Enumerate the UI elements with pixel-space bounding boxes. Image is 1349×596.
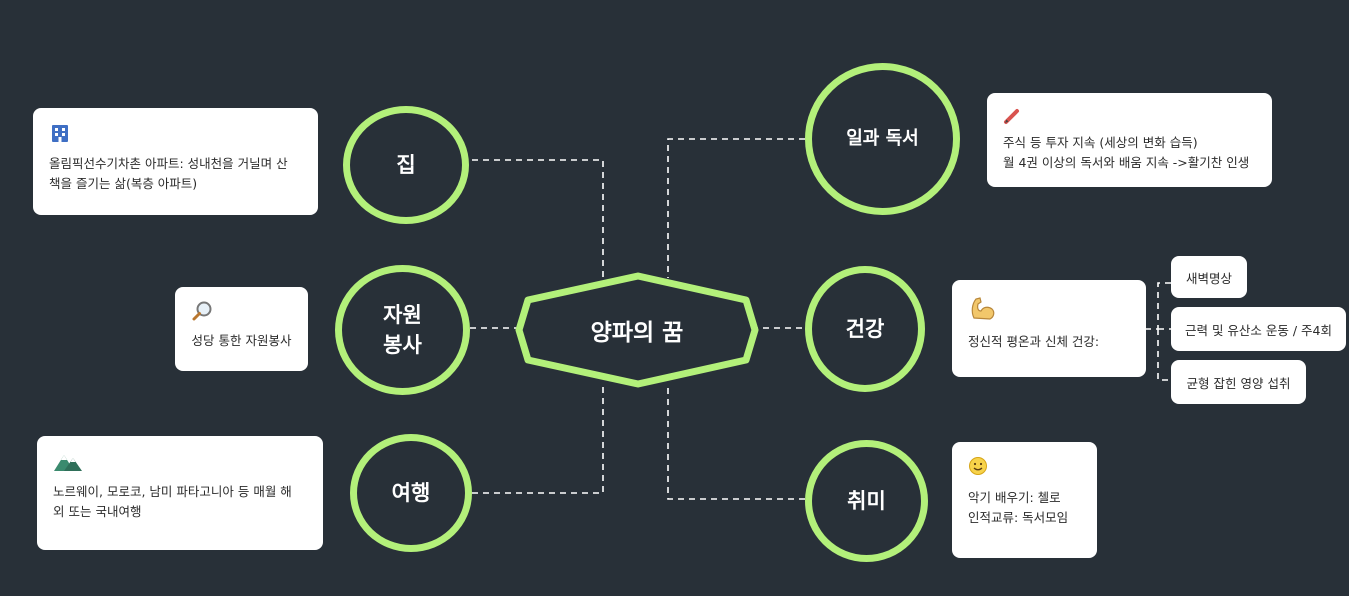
node-health[interactable]: 건강 bbox=[805, 266, 925, 392]
mountain-icon bbox=[53, 450, 309, 474]
node-hobby[interactable]: 취미 bbox=[805, 440, 928, 562]
card-hobby-text: 악기 배우기: 첼로 인적교류: 독서모임 bbox=[968, 490, 1069, 525]
card-work: 주식 등 투자 지속 (세상의 변화 습득) 월 4권 이상의 독서와 배움 지… bbox=[987, 93, 1272, 187]
health-sub-item: 균형 잡힌 영양 섭취 bbox=[1171, 360, 1306, 404]
node-travel[interactable]: 여행 bbox=[350, 434, 472, 552]
health-sub-item: 새벽명상 bbox=[1171, 256, 1247, 298]
card-travel: 노르웨이, 모로코, 남미 파타고니아 등 매월 해 외 또는 국내여행 bbox=[37, 436, 323, 550]
connector-hobby bbox=[667, 383, 805, 500]
connector-house bbox=[472, 159, 604, 278]
health-sub-item: 근력 및 유산소 운동 / 주4회 bbox=[1171, 307, 1346, 351]
card-health: 정신적 평온과 신체 건강: bbox=[952, 280, 1146, 377]
card-work-text: 주식 등 투자 지속 (세상의 변화 습득) 월 4권 이상의 독서와 배움 지… bbox=[1003, 135, 1250, 170]
connector-health-cards bbox=[1145, 282, 1171, 381]
card-house-text: 올림픽선수기차촌 아파트: 성내천을 거닐며 산 책을 즐기는 삶(복층 아파트… bbox=[49, 156, 288, 191]
hexagon-shape bbox=[515, 272, 759, 388]
card-hobby: 악기 배우기: 첼로 인적교류: 독서모임 bbox=[952, 442, 1097, 558]
card-health-text: 정신적 평온과 신체 건강: bbox=[968, 334, 1100, 349]
building-icon bbox=[49, 122, 304, 146]
node-volunteer[interactable]: 자원 봉사 bbox=[335, 265, 470, 395]
card-travel-text: 노르웨이, 모로코, 남미 파타고니아 등 매월 해 외 또는 국내여행 bbox=[53, 484, 292, 519]
magnifier-icon bbox=[191, 299, 300, 323]
card-volunteer: 성당 통한 자원봉사 bbox=[175, 287, 308, 371]
node-house[interactable]: 집 bbox=[343, 106, 469, 224]
pencil-icon bbox=[1003, 107, 1258, 127]
card-volunteer-text: 성당 통한 자원봉사 bbox=[191, 333, 292, 348]
smiley-icon bbox=[968, 456, 1083, 480]
flexed-bicep-icon bbox=[968, 294, 1132, 324]
node-work[interactable]: 일과 독서 bbox=[805, 63, 960, 215]
card-house: 올림픽선수기차촌 아파트: 성내천을 거닐며 산 책을 즐기는 삶(복층 아파트… bbox=[33, 108, 318, 215]
central-topic[interactable]: 양파의 꿈 bbox=[515, 272, 759, 388]
connector-work bbox=[667, 138, 805, 278]
central-topic-label: 양파의 꿈 bbox=[590, 320, 684, 346]
connector-travel bbox=[472, 383, 604, 494]
